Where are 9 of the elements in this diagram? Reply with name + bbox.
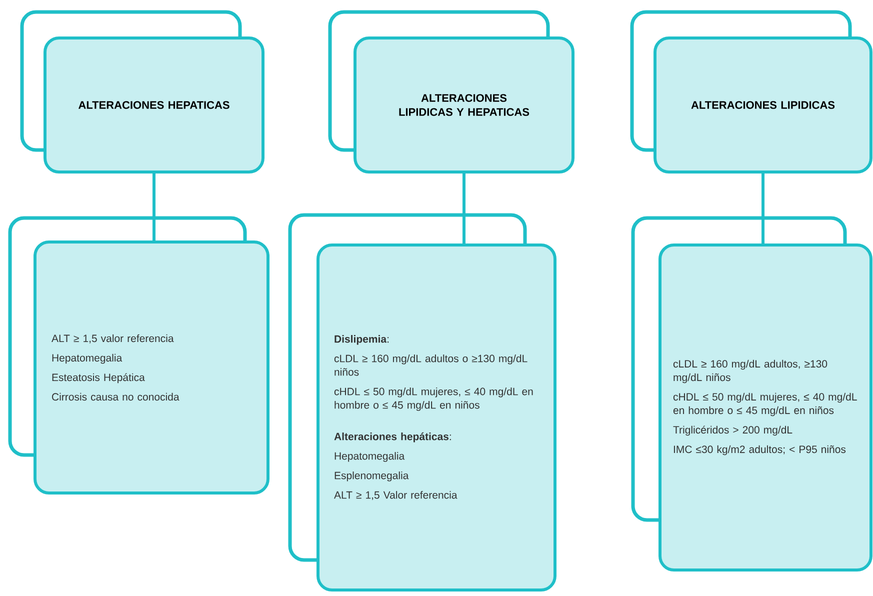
criteria-card: cLDL ≥ 160 mg/dL adultos, ≥130 mg/dL niños cHDL ≤ 50 mg/dL mujeres, ≤ 40 mg/dL en hombre o ≤ 45 mg/dL en niños Triglicéridos > 200 mg/dL IMC ≤30 kg/m2 adultos; < P95 niños (631, 216, 872, 572)
criteria-card: ALT ≥ 1,5 valor referencia Hepatomegalia Esteatosis Hepática Cirrosis causa no conocida (8, 216, 270, 494)
criteria-card: Dislipemia: cLDL ≥ 160 mg/dL adultos o ≥130 mg/dL niños cHDL ≤ 50 mg/dL mujeres, ≤ 40 mg/dL en hombre o ≤ 45 mg/dL en niños Alteraciones hepáticas: Hepatomegalia Esplenomegalia ALT ≥ 1,5 Valor referencia (288, 213, 556, 592)
connector-line (762, 174, 764, 244)
heading-card: ALTERACIONES LIPIDICAS (630, 10, 872, 174)
heading-card: ALTERACIONES HEPATICAS (20, 10, 264, 174)
heading-card: ALTERACIONES LIPIDICAS Y HEPATICAS (328, 10, 574, 174)
connector-line (462, 174, 466, 244)
connector-line (152, 174, 156, 240)
